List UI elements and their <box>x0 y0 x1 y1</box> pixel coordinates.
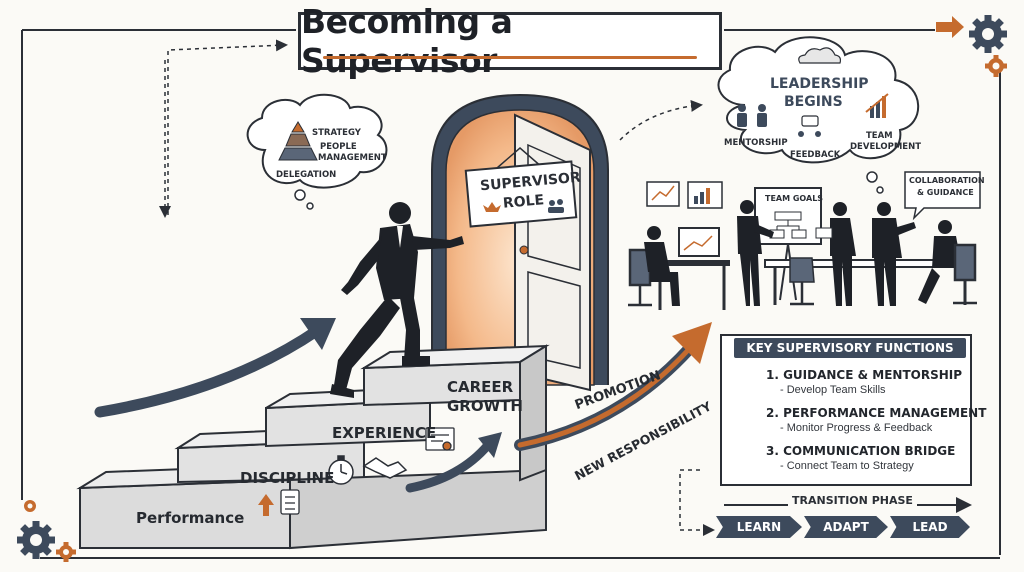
collaboration-line1: COLLABORATION <box>909 176 985 185</box>
strategy-thought-cloud <box>246 93 388 210</box>
thought-item-delegation: DELEGATION <box>276 170 337 180</box>
function-2-title: 2. PERFORMANCE MANAGEMENT <box>766 406 987 420</box>
function-1-desc: - Develop Team Skills <box>780 384 886 396</box>
dashed-arrows <box>159 39 715 536</box>
page-title: Becoming a Supervisor <box>301 2 513 80</box>
function-3-title: 3. COMMUNICATION BRIDGE <box>766 444 956 458</box>
frame-lines <box>21 29 1001 559</box>
thought-item-management: MANAGEMENT <box>318 153 387 163</box>
title-box: Becoming a Supervisor <box>298 2 722 80</box>
function-1-title: 1. GUIDANCE & MENTORSHIP <box>766 368 963 382</box>
crown-icon <box>483 202 501 212</box>
transition-heading: TRANSITION PHASE <box>788 494 917 507</box>
step-label-career: CAREER <box>447 378 514 396</box>
pyramid-icon <box>278 121 318 161</box>
certificate-icon <box>425 427 455 451</box>
growth-arrow-small <box>405 440 493 493</box>
monitor-bubble-1 <box>646 181 680 207</box>
climbing-man <box>330 202 464 398</box>
growth-chart-icon <box>865 93 889 118</box>
top-right-arrow <box>936 16 964 38</box>
title-underline <box>323 56 697 59</box>
thought-item-strategy: STRATEGY <box>312 128 361 138</box>
feedback-icon <box>798 115 821 137</box>
leadership-item-team: TEAM <box>866 131 893 141</box>
leadership-item-feedback: FEEDBACK <box>790 150 841 160</box>
leadership-item-mentorship: MENTORSHIP <box>724 138 788 148</box>
gear-icon-bottom-small <box>56 542 76 562</box>
team-goals-title: TEAM GOALS <box>765 194 824 203</box>
collaboration-line2: & GUIDANCE <box>917 188 974 197</box>
gear-icon-bottom-tiny <box>24 500 36 512</box>
checklist-icon <box>280 489 300 515</box>
functions-panel <box>720 334 972 486</box>
step-label-experience: EXPERIENCE <box>332 424 437 442</box>
thought-item-people: PEOPLE <box>320 142 357 152</box>
phase-adapt: ADAPT <box>804 516 888 538</box>
handshake-icon <box>362 457 408 479</box>
leadership-item-development: DEVELOPMENT <box>850 142 921 152</box>
leadership-cloud <box>717 36 920 194</box>
leadership-title-line2: BEGINS <box>784 94 843 110</box>
supervisor-door <box>431 93 609 392</box>
gear-icon-bottom-large <box>17 521 55 559</box>
mentorship-icon <box>737 104 767 127</box>
step-label-growth: GROWTH <box>447 397 523 415</box>
phase-lead: LEAD <box>890 516 970 538</box>
function-2-desc: - Monitor Progress & Feedback <box>780 422 933 434</box>
gear-icon-top-large <box>969 15 1007 53</box>
growth-arrow-left <box>94 324 324 418</box>
team-goals-board <box>754 187 822 301</box>
collaboration-bubble <box>904 171 981 221</box>
functions-heading: KEY SUPERVISORY FUNCTIONS <box>734 338 966 358</box>
team-icon <box>548 199 564 213</box>
monitor-bubble-2 <box>687 181 723 209</box>
stopwatch-icon <box>328 455 354 485</box>
phase-learn: LEARN <box>716 516 802 538</box>
gear-icon-top-small <box>985 55 1007 77</box>
step-arrow-up-icon <box>258 494 274 516</box>
step-label-discipline: DISCIPLINE <box>240 469 335 487</box>
leadership-title-line1: LEADERSHIP <box>770 76 869 92</box>
function-3-desc: - Connect Team to Strategy <box>780 460 914 472</box>
step-label-performance: Performance <box>136 509 245 527</box>
meeting-scene <box>628 171 981 310</box>
